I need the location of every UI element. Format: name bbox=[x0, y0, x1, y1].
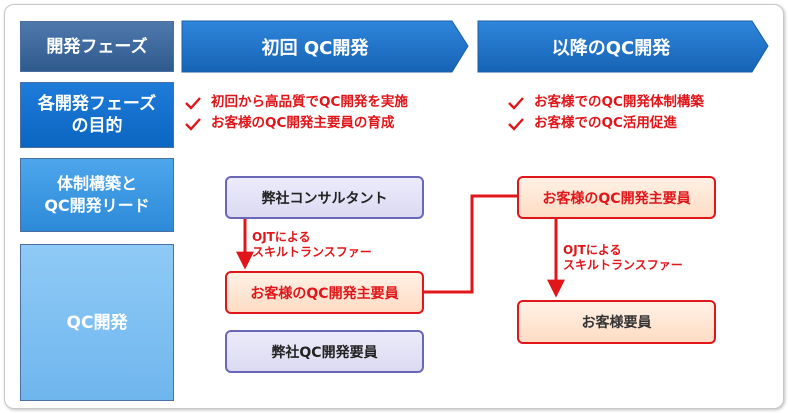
ojt-label-first-line1: OJTによる bbox=[252, 230, 311, 244]
check-icon bbox=[185, 96, 201, 110]
box-customer-lead-first: お客様のQC開発主要員 bbox=[225, 271, 424, 314]
box-customer-lead-first-label: お客様のQC開発主要員 bbox=[250, 285, 399, 302]
row-label-qc-dev-text: QC開発 bbox=[66, 312, 128, 333]
row-label-phase-text: 開発フェーズ bbox=[46, 36, 148, 57]
phase-arrow-later bbox=[477, 20, 769, 73]
handover-connector bbox=[424, 194, 517, 294]
check-icon bbox=[508, 117, 524, 131]
phase-arrow-first bbox=[181, 20, 469, 73]
goal-item: お客様でのQC開発体制構築 bbox=[507, 92, 704, 113]
row-label-structure-line2: QC開発リード bbox=[44, 196, 150, 215]
box-customer-lead-later-label: お客様のQC開発主要員 bbox=[542, 190, 691, 207]
goal-item: 初回から高品質でQC開発を実施 bbox=[184, 92, 408, 113]
row-label-qc-dev: QC開発 bbox=[20, 244, 174, 401]
ojt-label-first-line2: スキルトランスファー bbox=[252, 245, 372, 259]
row-label-goal: 各開発フェーズ の目的 bbox=[20, 82, 174, 148]
box-our-dev-staff-label: 弊社QC開発要員 bbox=[271, 344, 378, 361]
box-customer-staff: お客様要員 bbox=[517, 300, 716, 344]
row-label-structure-line1: 体制構築と bbox=[56, 174, 137, 193]
check-icon bbox=[508, 96, 524, 110]
goals-first: 初回から高品質でQC開発を実施 お客様のQC開発主要員の育成 bbox=[184, 92, 408, 134]
phase-title-first: 初回 QC開発 bbox=[261, 38, 369, 59]
row-label-structure: 体制構築と QC開発リード bbox=[20, 158, 174, 232]
goal-item: お客様でのQC活用促進 bbox=[507, 113, 704, 134]
box-customer-staff-label: お客様要員 bbox=[581, 315, 652, 331]
goal-text: お客様でのQC活用促進 bbox=[534, 115, 677, 131]
box-customer-lead-later: お客様のQC開発主要員 bbox=[517, 176, 716, 219]
row-label-phase: 開発フェーズ bbox=[20, 21, 174, 72]
ojt-label-later: OJTによる スキルトランスファー bbox=[563, 243, 683, 273]
ojt-label-later-line1: OJTによる bbox=[563, 243, 622, 257]
ojt-label-later-line2: スキルトランスファー bbox=[563, 258, 683, 272]
goal-item: お客様のQC開発主要員の育成 bbox=[184, 113, 408, 134]
goal-text: お客様でのQC開発体制構築 bbox=[534, 94, 704, 110]
box-our-dev-staff: 弊社QC開発要員 bbox=[225, 330, 424, 373]
phase-title-later: 以降のQC開発 bbox=[551, 38, 671, 59]
row-label-goal-line1: 各開発フェーズ bbox=[37, 94, 157, 114]
goal-text: お客様のQC開発主要員の育成 bbox=[211, 115, 395, 131]
ojt-label-first: OJTによる スキルトランスファー bbox=[252, 230, 372, 260]
goals-later: お客様でのQC開発体制構築 お客様でのQC活用促進 bbox=[507, 92, 704, 134]
box-consultant: 弊社コンサルタント bbox=[225, 176, 424, 219]
goal-text: 初回から高品質でQC開発を実施 bbox=[211, 94, 408, 110]
check-icon bbox=[185, 117, 201, 131]
box-consultant-label: 弊社コンサルタント bbox=[261, 190, 388, 207]
row-label-goal-line2: の目的 bbox=[71, 116, 123, 136]
